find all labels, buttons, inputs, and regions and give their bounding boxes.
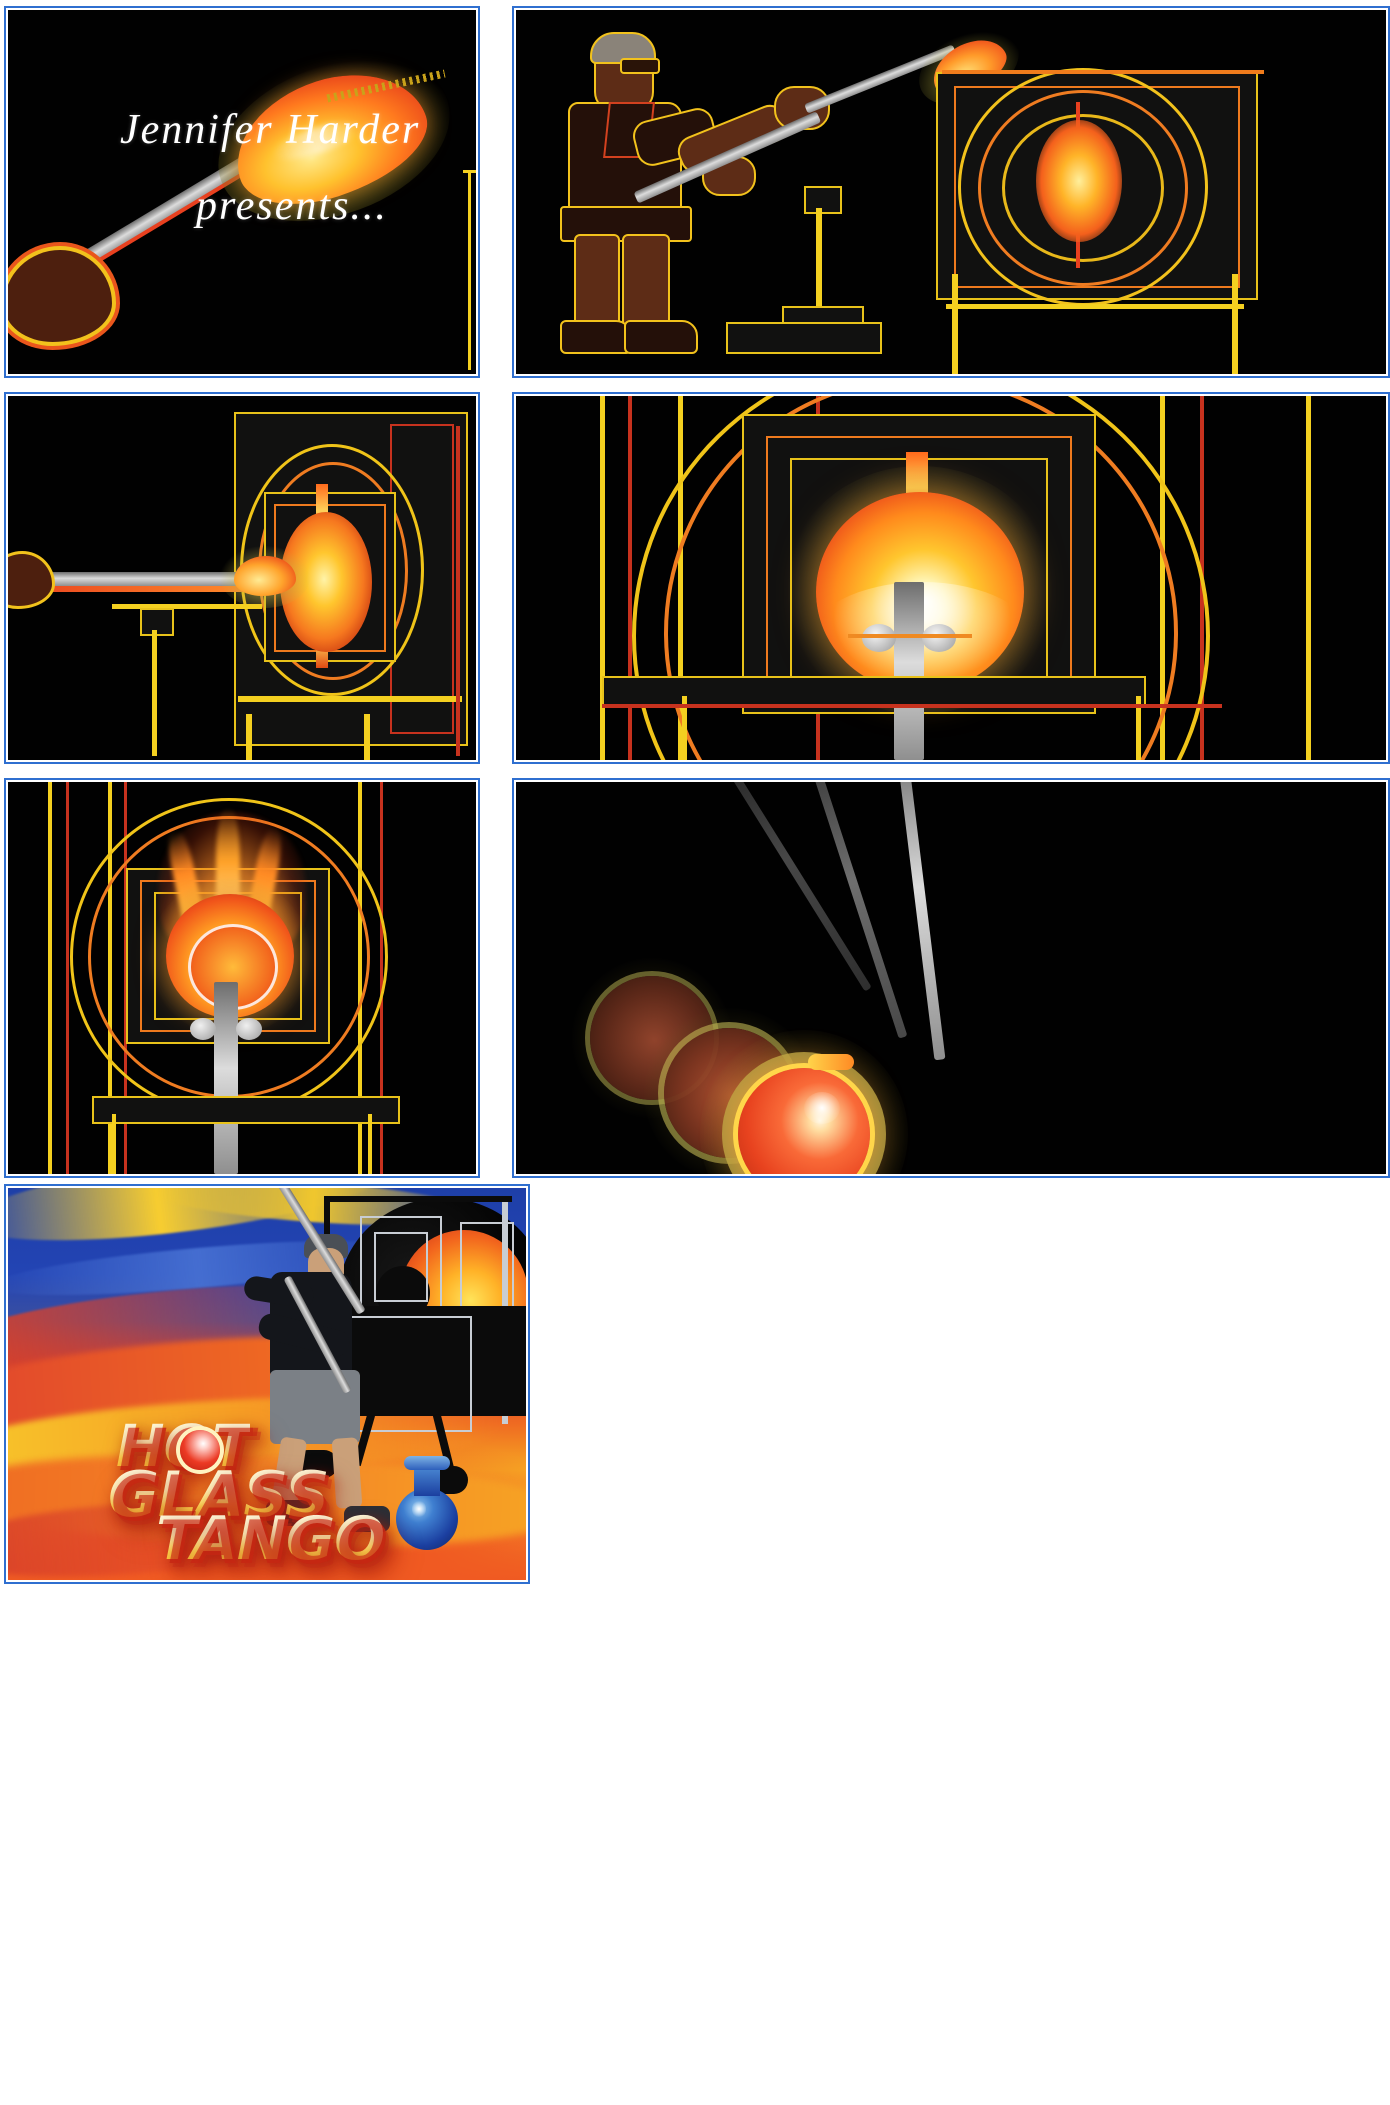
panel-2-artwork	[516, 10, 1386, 374]
bench-leg-left	[112, 1114, 116, 1174]
bench-rail	[92, 1096, 400, 1124]
bench-rail-red-edge	[602, 704, 1222, 708]
pipe-gather	[234, 556, 296, 596]
panel-6	[514, 780, 1388, 1176]
panel-1: Jennifer Harder presents...	[6, 8, 478, 376]
furnace-ring-mid	[978, 90, 1188, 286]
poster-figure-leg-right	[331, 1437, 363, 1509]
poster-logo-line-3: TANGO	[156, 1504, 385, 1574]
furnace-cross-brace	[238, 696, 462, 702]
furnace-top-beam	[324, 1196, 512, 1202]
pipe-handle-blob	[8, 250, 112, 342]
bench-leg-right	[1136, 696, 1141, 760]
frame-post-7	[1306, 396, 1311, 760]
furnace-cage-b	[374, 1232, 428, 1302]
blowpipe-rod	[8, 572, 238, 586]
furnace-top-lip	[942, 70, 1264, 74]
figure-leg-right	[622, 234, 670, 332]
frame-post-2	[628, 396, 632, 760]
figure-shoe-right	[624, 320, 698, 354]
furnace-leg-right	[1232, 274, 1238, 374]
furnace-frame-red-post	[456, 426, 460, 756]
swing-orb-hot-glass	[738, 1068, 870, 1174]
floor-plinth	[726, 322, 882, 354]
blue-vase-highlight	[412, 1500, 426, 1518]
furnace-cross-brace	[946, 304, 1244, 309]
panel-4-artwork	[516, 396, 1386, 760]
marver-stand-post	[816, 208, 822, 312]
panel-6-artwork	[516, 782, 1386, 1174]
furnace-heat-glow	[1036, 120, 1122, 242]
blowpipe-rod	[214, 982, 238, 1174]
logo-hot-o-glass-ball	[180, 1430, 220, 1470]
panel-2	[514, 8, 1388, 376]
bench-leg-right	[368, 1114, 372, 1174]
jack-tool-right	[922, 624, 956, 652]
furnace-leg-left	[952, 274, 958, 374]
poster-figure-shoe-right	[344, 1506, 390, 1532]
blowpipe-rod	[894, 582, 924, 760]
poster-figure-shoe-left	[266, 1500, 310, 1526]
jack-tool-left	[862, 624, 896, 652]
furnace-ring-inner	[1002, 114, 1164, 262]
frame-post-2	[66, 782, 69, 1174]
panel-1-artwork: Jennifer Harder presents...	[8, 10, 476, 374]
panel-7-artwork: HOT GLASS TANGO	[8, 1188, 526, 1580]
furnace-leg-left	[246, 714, 252, 760]
blue-vase-lip	[404, 1456, 450, 1470]
pipe-handle-blob	[8, 554, 52, 606]
swing-orb-specular	[804, 1092, 840, 1124]
panel-7: HOT GLASS TANGO	[6, 1186, 528, 1582]
frame-post-1	[600, 396, 605, 760]
figure-goggles	[620, 58, 660, 74]
furnace-leg-right	[364, 714, 370, 760]
panel-3-artwork	[8, 396, 476, 760]
frame-top-bar	[463, 170, 476, 173]
jack-tool-left	[190, 1018, 216, 1040]
marver-stand-top	[804, 186, 842, 214]
furnace-body-shadow	[342, 1306, 526, 1416]
bench-leg	[152, 630, 157, 756]
frame-post-vertical	[468, 170, 471, 370]
bench-post-block	[140, 608, 174, 636]
panel-3	[6, 394, 478, 762]
poster-logo-line-2: GLASS	[108, 1458, 329, 1531]
blowpipe-heat-streak	[8, 586, 248, 592]
jack-tool-right	[236, 1018, 262, 1040]
panel-5-artwork	[8, 782, 476, 1174]
title-line-1: Jennifer Harder	[120, 107, 421, 153]
figure-shoe-left	[560, 320, 632, 354]
figure-leg-left	[574, 234, 620, 332]
jack-tool-arm	[848, 634, 972, 638]
swing-orb-collar	[808, 1054, 854, 1070]
blue-vase-body	[396, 1488, 458, 1550]
bench-rail	[112, 604, 262, 609]
panel-5	[6, 780, 478, 1176]
swing-rod-ghost-1	[716, 782, 872, 992]
bench-leg-left	[682, 696, 687, 760]
swing-rod-current	[896, 782, 946, 1061]
title-line-2: presents...	[196, 183, 388, 229]
frame-post-1	[48, 782, 52, 1174]
panel-4	[514, 394, 1388, 762]
